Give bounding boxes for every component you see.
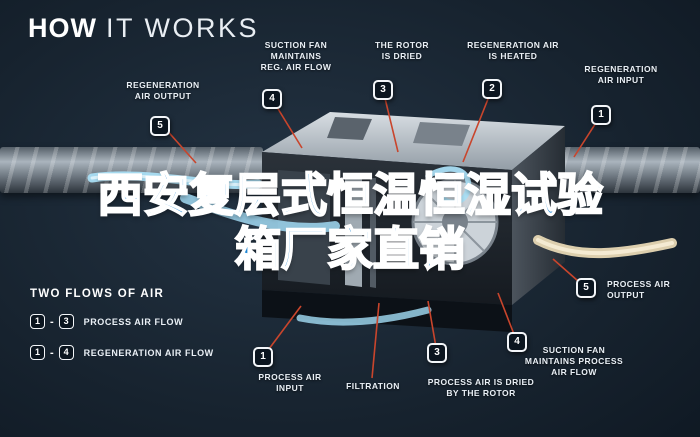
legend-badge-to: 4: [58, 345, 74, 360]
airflow-swooshes: [87, 166, 677, 326]
badge-3-rotor-dried: 3: [373, 80, 393, 100]
badge-1-process-input: 1: [253, 347, 273, 367]
label-suction-fan-process: SUCTION FAN MAINTAINS PROCESS AIR FLOW: [524, 345, 624, 378]
legend-label-regeneration: REGENERATION AIR FLOW: [83, 347, 214, 358]
label-process-air-output: PROCESS AIR OUTPUT: [607, 279, 671, 301]
label-rotor-is-dried: THE ROTOR IS DRIED: [375, 40, 429, 62]
legend-dash: -: [50, 346, 54, 359]
legend-label-process: PROCESS AIR FLOW: [83, 316, 184, 327]
badge-4-suction-process: 4: [507, 332, 527, 352]
legend-badge-from: 1: [30, 345, 45, 360]
label-suction-fan-reg: SUCTION FAN MAINTAINS REG. AIR FLOW: [260, 40, 332, 73]
badge-5-process-output: 5: [576, 278, 596, 298]
blue-flow-curl: [425, 166, 472, 206]
badge-4-suction-reg: 4: [262, 89, 282, 109]
legend-row-process: 1 - 3 PROCESS AIR FLOW: [30, 314, 183, 329]
label-process-air-dried: PROCESS AIR IS DRIED BY THE ROTOR: [427, 377, 535, 399]
label-filtration: FILTRATION: [346, 381, 400, 391]
blue-flow-bottom: [296, 306, 432, 326]
legend-row-regeneration: 1 - 4 REGENERATION AIR FLOW: [30, 345, 214, 360]
legend-badge-to: 3: [58, 314, 74, 329]
title-how: HOW: [28, 13, 97, 43]
label-regeneration-air-output: REGENERATION AIR OUTPUT: [126, 80, 200, 102]
badge-2-regen-heated: 2: [482, 79, 502, 99]
legend-dash: -: [50, 315, 54, 328]
label-regeneration-air-input: REGENERATION AIR INPUT: [584, 64, 658, 86]
page-title: HOW IT WORKS: [28, 13, 259, 44]
label-process-air-input: PROCESS AIR INPUT: [258, 372, 322, 394]
title-it-works: IT WORKS: [105, 13, 259, 43]
badge-3-process-dried: 3: [427, 343, 447, 363]
blue-flow-intake: [180, 193, 340, 233]
watermark-text: 西安复层式恒温恒湿试验 箱厂家直销: [96, 168, 604, 276]
legend-badge-from: 1: [30, 314, 45, 329]
label-regeneration-air-heated: REGENERATION AIR IS HEATED: [467, 40, 559, 62]
badge-1-regen-input: 1: [591, 105, 611, 125]
dehumidifier-unit: [262, 112, 565, 332]
badge-5-regen-output: 5: [150, 116, 170, 136]
legend-title: TWO FLOWS OF AIR: [30, 288, 165, 300]
